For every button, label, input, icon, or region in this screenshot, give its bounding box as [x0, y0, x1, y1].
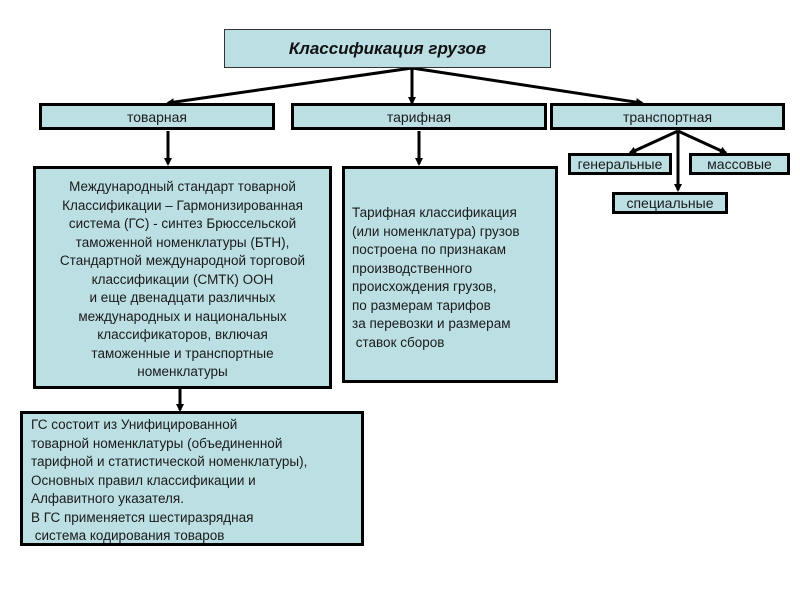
text-line: система кодирования товаров — [31, 528, 225, 543]
diagram-title: Классификация грузов — [224, 29, 551, 68]
text-line: система (ГС) - синтез Брюссельской — [68, 216, 297, 231]
text-line: таможенные и транспортные — [91, 345, 274, 361]
commodity-description-box: Международный стандарт товарной Классифи… — [33, 166, 332, 389]
text-line: В ГС применяется шестиразрядная — [31, 509, 254, 525]
arrow-title-to-transport — [411, 66, 644, 107]
text-line: Алфавитного указателя. — [31, 491, 184, 506]
hs-description-box: ГС состоит из Унифицированной товарной н… — [20, 411, 364, 546]
text-line: ставок сборов — [352, 334, 445, 350]
text-line: происхождения грузов, — [352, 279, 497, 294]
text-line: Стандартной международной торговой — [59, 253, 306, 268]
text-line: Международный стандарт товарной — [69, 179, 296, 194]
category-commodity: товарная — [39, 103, 275, 130]
text-line: построена по признакам — [352, 242, 507, 257]
arrow-transport-to-general — [628, 129, 679, 155]
text-line: Классификации – Гармонизированная — [62, 197, 303, 213]
text-line: международных и национальных — [78, 308, 287, 324]
category-transport: транспортная — [550, 103, 785, 130]
text-line: классификации (СМТК) ООН — [91, 271, 274, 287]
text-line: Основных правил классификации и — [31, 472, 256, 488]
transport-type-bulk: массовые — [689, 153, 790, 175]
text-line: таможенной номенклатуры (БТН), — [75, 234, 290, 250]
text-line: за перевозки и размерам — [352, 316, 511, 331]
transport-type-special: специальные — [612, 192, 728, 214]
text-line: ГС состоит из Унифицированной — [31, 417, 238, 432]
text-line: номенклатуры — [137, 364, 228, 379]
text-line: тарифной и статистической номенклатуры), — [31, 454, 308, 469]
category-tariff: тарифная — [291, 103, 547, 130]
text-line: Тарифная классификация — [352, 205, 517, 220]
text-line: товарной номенклатуры (объединенной — [31, 435, 283, 451]
tariff-description-box: Тарифная классификация (или номенклатура… — [342, 166, 558, 383]
arrow-transport-to-bulk — [677, 129, 728, 155]
text-line: по размерам тарифов — [352, 297, 491, 313]
text-line: (или номенклатура) грузов — [352, 223, 520, 239]
transport-type-general: генеральные — [568, 153, 672, 175]
text-line: производственного — [352, 260, 473, 276]
text-line: и еще двенадцати различных — [89, 290, 276, 305]
text-line: классификаторов, включая — [97, 327, 268, 342]
arrow-title-to-commodity — [166, 66, 413, 107]
